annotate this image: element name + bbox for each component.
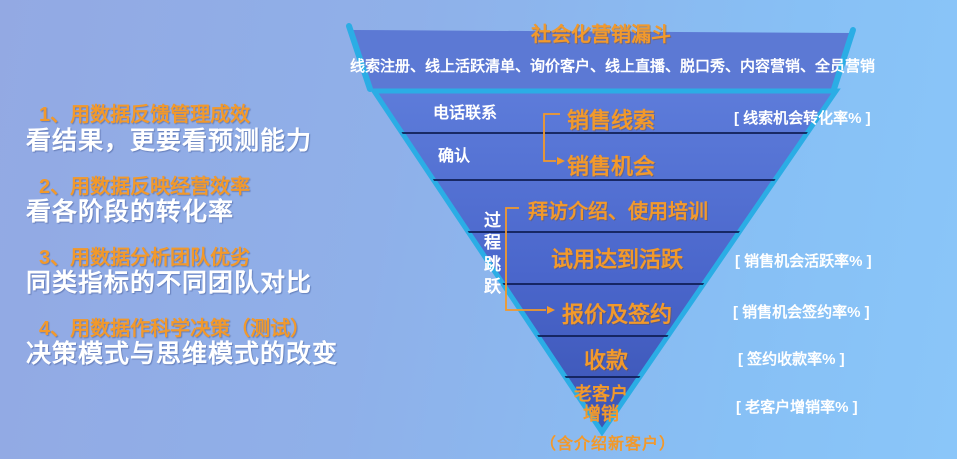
metric-upsell-rate: [ 老客户增销率% ]	[736, 399, 858, 416]
left-point-3-heading: 3、用数据分析团队优劣	[39, 247, 251, 269]
left-point-2-heading: 2、用数据反映经营效率	[39, 176, 251, 198]
left-point-1-heading: 1、用数据反馈管理成效	[39, 104, 251, 126]
stage-quote-sign-label: 报价及签约	[562, 302, 673, 327]
funnel-mouth-right-edge	[831, 27, 856, 92]
arrowhead-opportunity	[557, 157, 565, 165]
left-point-4-desc: 决策模式与思维模式的改变	[26, 340, 339, 368]
metric-sign-collection: [ 签约收款率% ]	[738, 351, 845, 368]
stage-sales-opportunity-label: 销售机会	[567, 154, 656, 179]
arrowhead-quote	[547, 306, 555, 314]
funnel-mouth-left-edge	[346, 23, 373, 92]
stage-visit-training-label: 拜访介绍、使用培训	[528, 201, 708, 223]
left-point-4-heading: 4、用数据作科学决策（测试）	[39, 318, 311, 340]
stage-trial-active-label: 试用达到活跃	[551, 247, 684, 272]
left-point-2-desc: 看各阶段的转化率	[26, 198, 235, 226]
metric-opportunity-sign: [ 销售机会签约率% ]	[733, 304, 870, 321]
funnel-body	[369, 88, 841, 437]
stage-phone-contact-label: 电话联系	[433, 105, 498, 122]
metric-lead-conversion: [ 线索机会转化率% ]	[734, 110, 871, 127]
funnel-title: 社会化营销漏斗	[531, 24, 671, 46]
channel-sources-line: 线索注册、线上活跃清单、询价客户、线上直播、脱口秀、内容营销、全员营销	[350, 58, 876, 75]
left-point-1-desc: 看结果，更要看预测能力	[26, 127, 313, 155]
footnote-new-customers: （含介绍新客户）	[540, 436, 677, 453]
process-skip-vertical-label: 过程跳跃	[484, 211, 501, 296]
stage-sales-leads-label: 销售线索	[567, 108, 656, 133]
funnel-mouth-fill	[353, 30, 852, 89]
connector-lead-to-opportunity	[543, 113, 560, 162]
left-point-3-desc: 同类指标的不同团队对比	[26, 269, 313, 297]
stage-upsell-label: 老客户增销	[574, 384, 628, 424]
connector-process-skip	[505, 207, 546, 311]
metric-opportunity-active: [ 销售机会活跃率% ]	[735, 253, 872, 270]
stage-collection-label: 收款	[584, 348, 629, 373]
stage-confirm-label: 确认	[438, 148, 471, 165]
